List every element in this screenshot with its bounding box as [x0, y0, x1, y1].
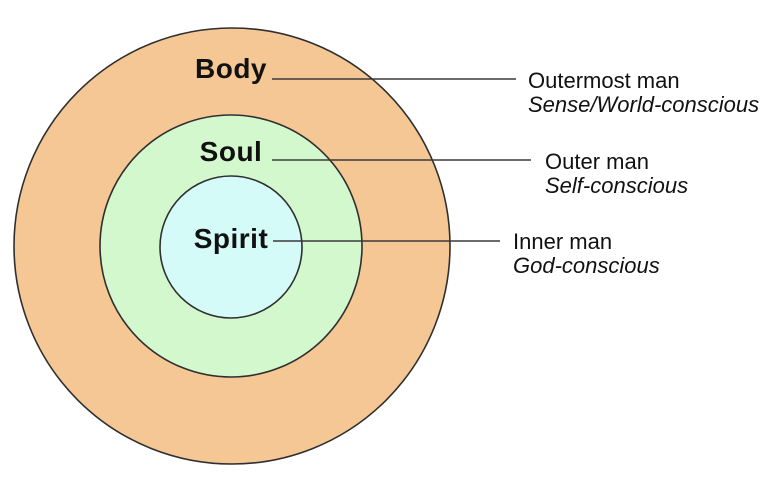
annotation-title: Outer man [545, 149, 649, 174]
annotation-outermost-man: Outermost man Sense/World-conscious [528, 69, 759, 117]
body-ring-label: Body [195, 53, 267, 84]
annotation-title: Outermost man [528, 68, 680, 93]
spirit-ring-label: Spirit [193, 223, 269, 254]
annotation-subtitle: Sense/World-conscious [528, 92, 760, 117]
annotation-inner-man: Inner man God-conscious [513, 230, 660, 278]
soul-ring-label: Soul [199, 136, 263, 167]
spirit-circle [159, 175, 303, 319]
annotation-subtitle: God-conscious [513, 253, 660, 278]
annotation-title: Inner man [513, 229, 613, 254]
annotation-outer-man: Outer man Self-conscious [545, 150, 688, 198]
annotation-subtitle: Self-conscious [545, 173, 689, 198]
